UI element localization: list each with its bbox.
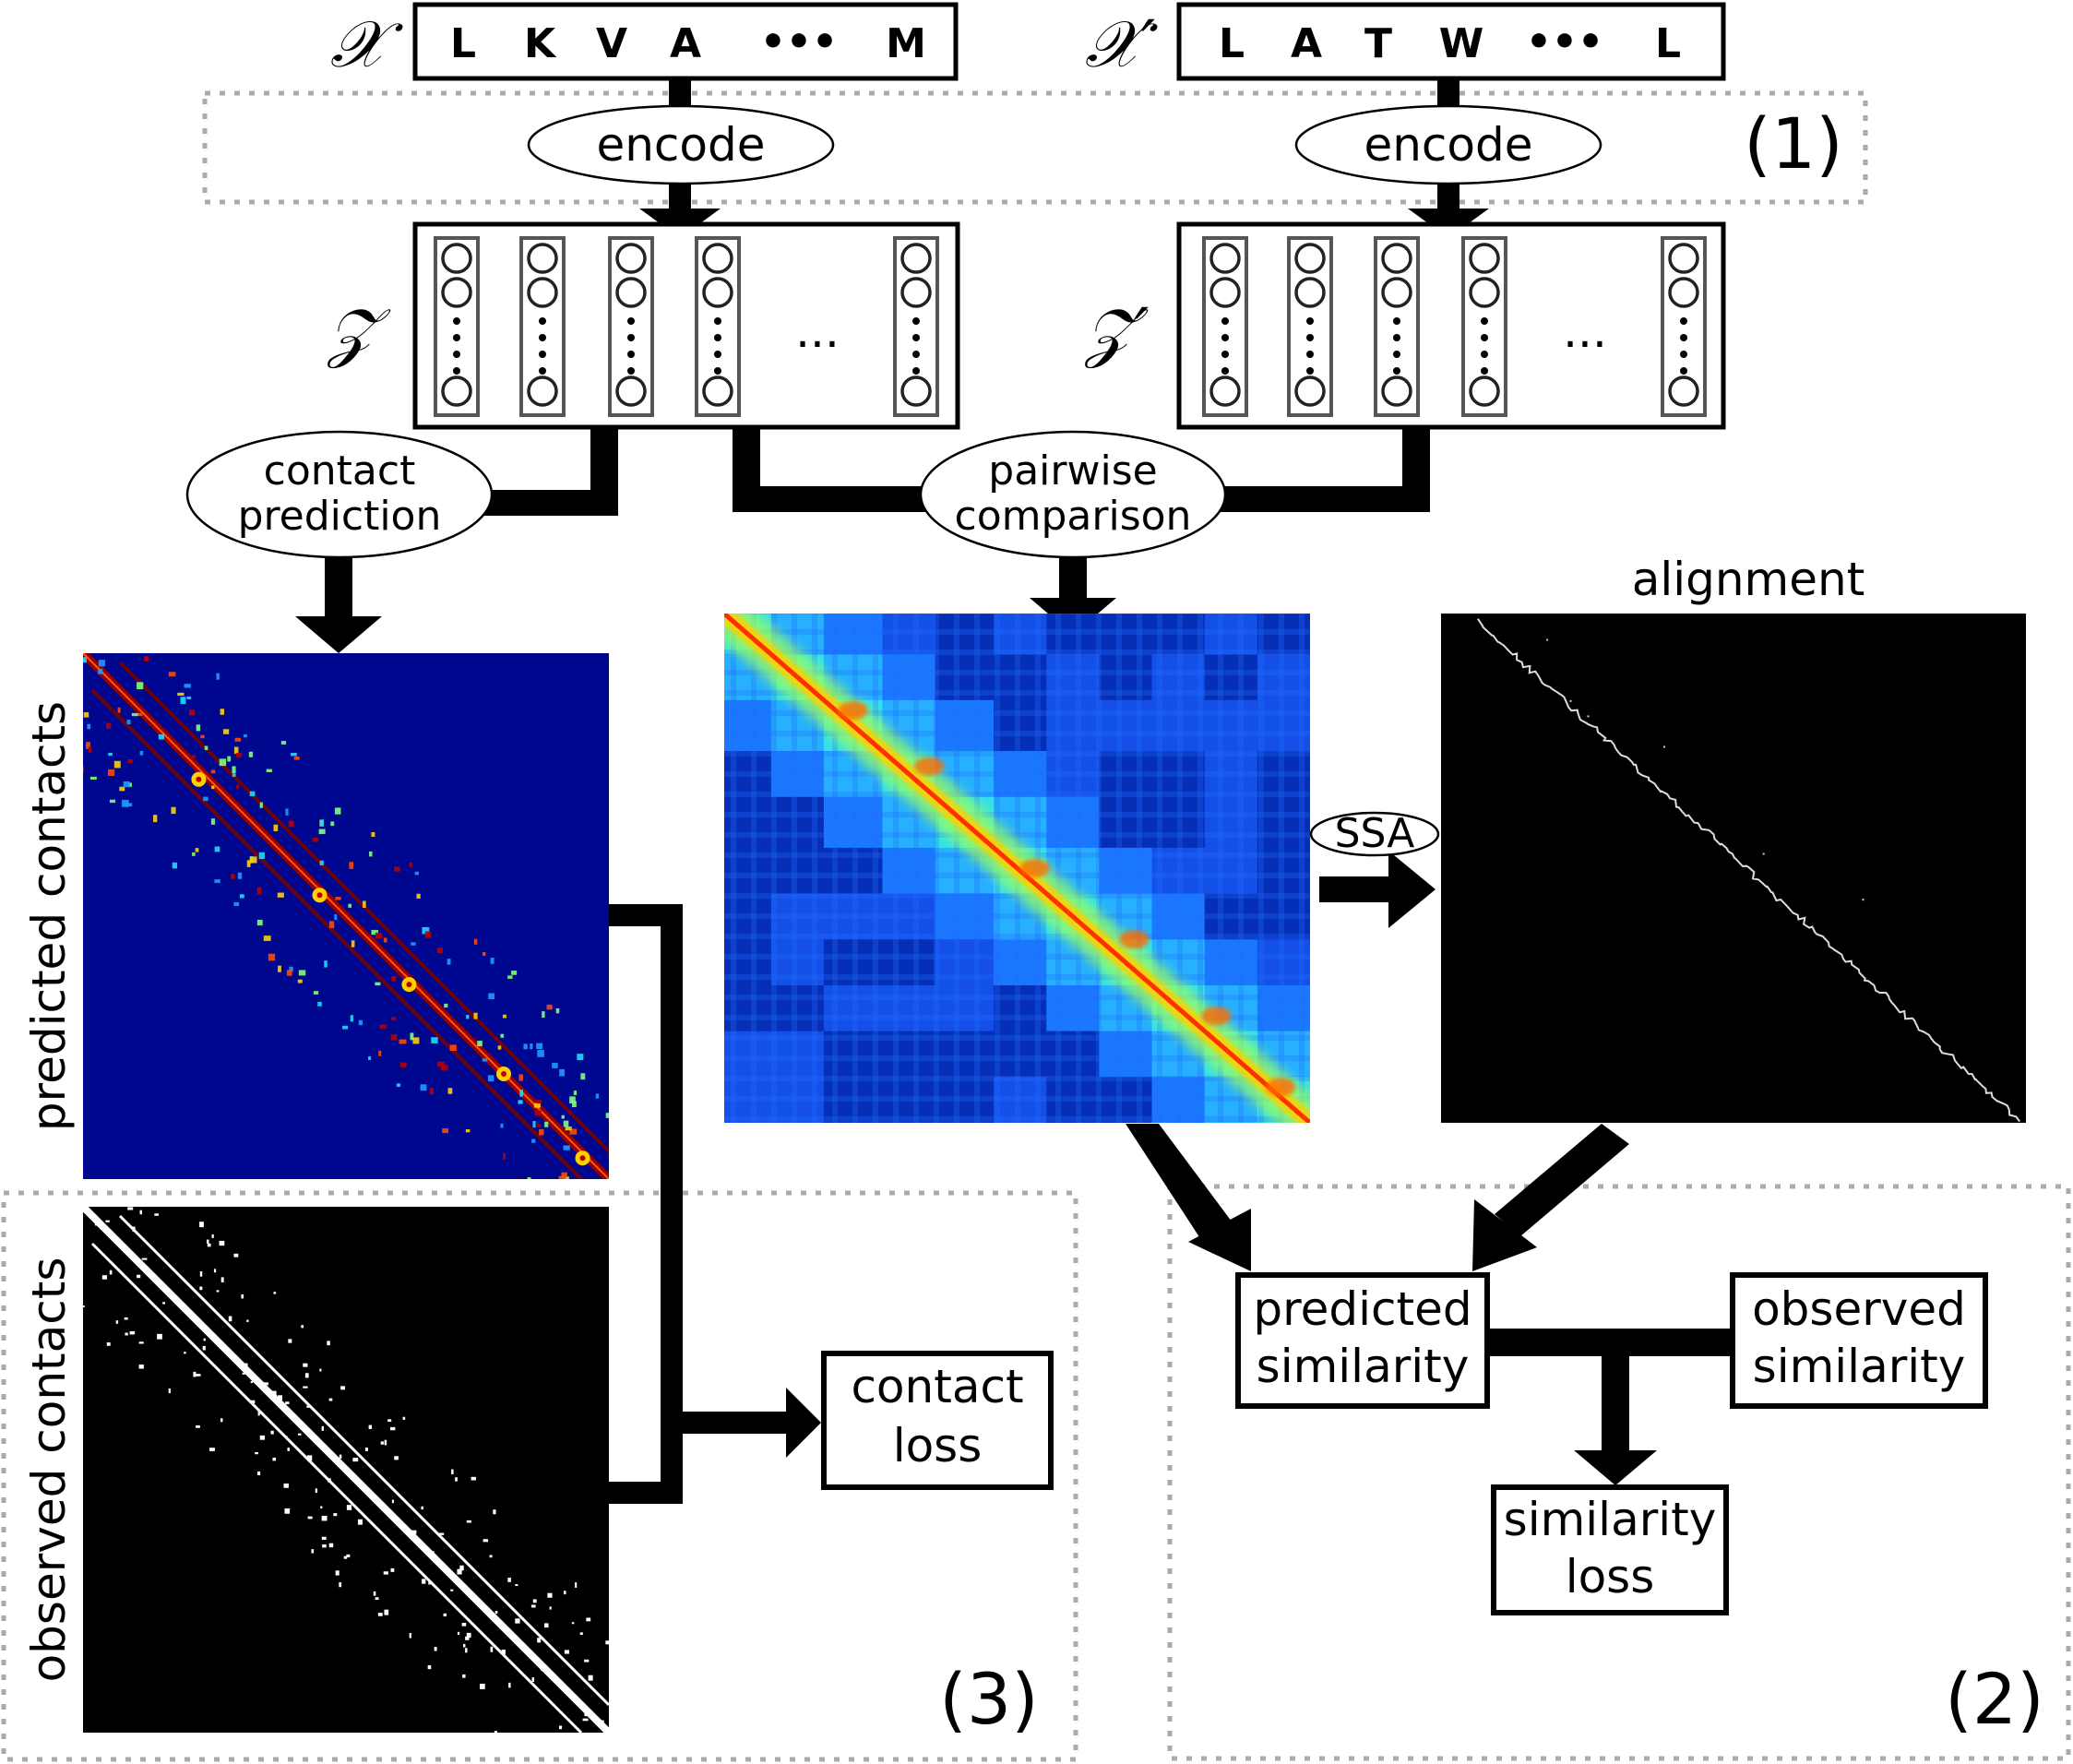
- panel-3-border: [1, 1190, 1078, 1762]
- pairwise-comparison-label-line1: pairwise: [988, 447, 1157, 495]
- pairwise-comparison-heatmap: [724, 614, 1310, 1123]
- contact-loss-label-line1: contact: [851, 1360, 1023, 1413]
- embedding-z-prime-box: [1176, 221, 1726, 430]
- token: W: [1439, 20, 1484, 67]
- embedding-column: [1661, 236, 1707, 417]
- embedding-z-box: [412, 221, 960, 430]
- similarity-loss-box: [1491, 1484, 1729, 1615]
- encode-left-label: encode: [596, 118, 765, 172]
- embedding-column: [893, 236, 939, 417]
- z-prime-symbol: 𝒵′: [1083, 294, 1149, 370]
- sequence-x-prime-box: [1176, 2, 1726, 81]
- embedding-column: [519, 236, 566, 417]
- panel-2-border: [1167, 1184, 2071, 1761]
- alignment-matrix: [1441, 614, 2026, 1123]
- predicted-similarity-label-line1: predicted: [1253, 1282, 1471, 1336]
- similarity-loss-connector: [1487, 1329, 1733, 1485]
- token: K: [524, 20, 557, 67]
- embedding-column: [695, 236, 741, 417]
- panel-1-border: [202, 90, 1868, 205]
- predicted-similarity-label-line2: similarity: [1257, 1340, 1470, 1393]
- panel-3-number: (3): [939, 1658, 1039, 1740]
- token: A: [1291, 20, 1322, 67]
- observed-similarity-label-line1: observed: [1752, 1282, 1966, 1336]
- sequence-x-tokens: L K V A ••• M: [450, 18, 926, 67]
- embedding-column: [434, 236, 480, 417]
- contact-prediction-label-line1: contact: [264, 447, 416, 495]
- ssa-oval: [1309, 811, 1440, 857]
- ssa-arrow: [1319, 851, 1436, 928]
- x-prime-symbol: 𝒳′: [1085, 6, 1158, 82]
- embedding-column: [1461, 236, 1507, 417]
- encode-right-label: encode: [1364, 118, 1532, 172]
- token: M: [886, 20, 926, 67]
- similarity-loss-label-line2: loss: [1566, 1550, 1655, 1603]
- token: A: [670, 20, 701, 67]
- alignment-title: alignment: [1632, 553, 1865, 606]
- token: L: [1655, 20, 1681, 67]
- token: L: [450, 20, 476, 67]
- encode-right-oval: [1294, 104, 1602, 185]
- embedding-column: [1287, 236, 1333, 417]
- observed-contacts-label: observed contacts: [22, 1257, 76, 1683]
- ssa-label: SSA: [1335, 810, 1415, 857]
- z-symbol: 𝒵: [326, 294, 391, 370]
- embedding-column: [1374, 236, 1420, 417]
- observed-contacts-matrix: [83, 1207, 609, 1733]
- encode-left-oval: [527, 104, 835, 185]
- embedding-column: [1202, 236, 1248, 417]
- alignment-to-similarity-arrow: [1472, 1124, 1629, 1271]
- token: •••: [760, 18, 838, 66]
- pairwise-comparison-oval: [919, 430, 1227, 559]
- embedding-z-columns: [434, 236, 939, 417]
- panel-2-number: (2): [1945, 1658, 2044, 1740]
- predicted-similarity-box: [1235, 1272, 1490, 1409]
- contact-prediction-label-line2: prediction: [238, 493, 442, 540]
- observed-similarity-label-line2: similarity: [1753, 1340, 1966, 1393]
- x-symbol: 𝒳: [330, 6, 403, 82]
- z-prime-ellipsis: ...: [1563, 304, 1607, 358]
- predicted-contacts-label: predicted contacts: [22, 701, 76, 1131]
- similarity-loss-label-line1: similarity: [1504, 1493, 1717, 1546]
- contact-loss-connector: [609, 904, 821, 1504]
- embedding-z-prime-columns: [1202, 236, 1707, 417]
- token: •••: [1526, 18, 1603, 66]
- contact-prediction-oval: [185, 430, 494, 559]
- pairwise-to-similarity-arrow: [1126, 1124, 1251, 1271]
- contact-loss-box: [821, 1351, 1054, 1490]
- contact-prediction-connector: [295, 427, 618, 653]
- pairwise-comparison-label-line2: comparison: [955, 493, 1192, 540]
- panel-1-number: (1): [1744, 102, 1843, 185]
- z-ellipsis: ...: [795, 304, 840, 358]
- sequence-x-prime-tokens: L A T W ••• L: [1219, 18, 1681, 67]
- predicted-contacts-heatmap: [83, 653, 609, 1179]
- token: L: [1219, 20, 1245, 67]
- contact-loss-label-line2: loss: [893, 1419, 983, 1472]
- token: T: [1364, 20, 1392, 67]
- token: V: [596, 20, 627, 67]
- embedding-column: [608, 236, 654, 417]
